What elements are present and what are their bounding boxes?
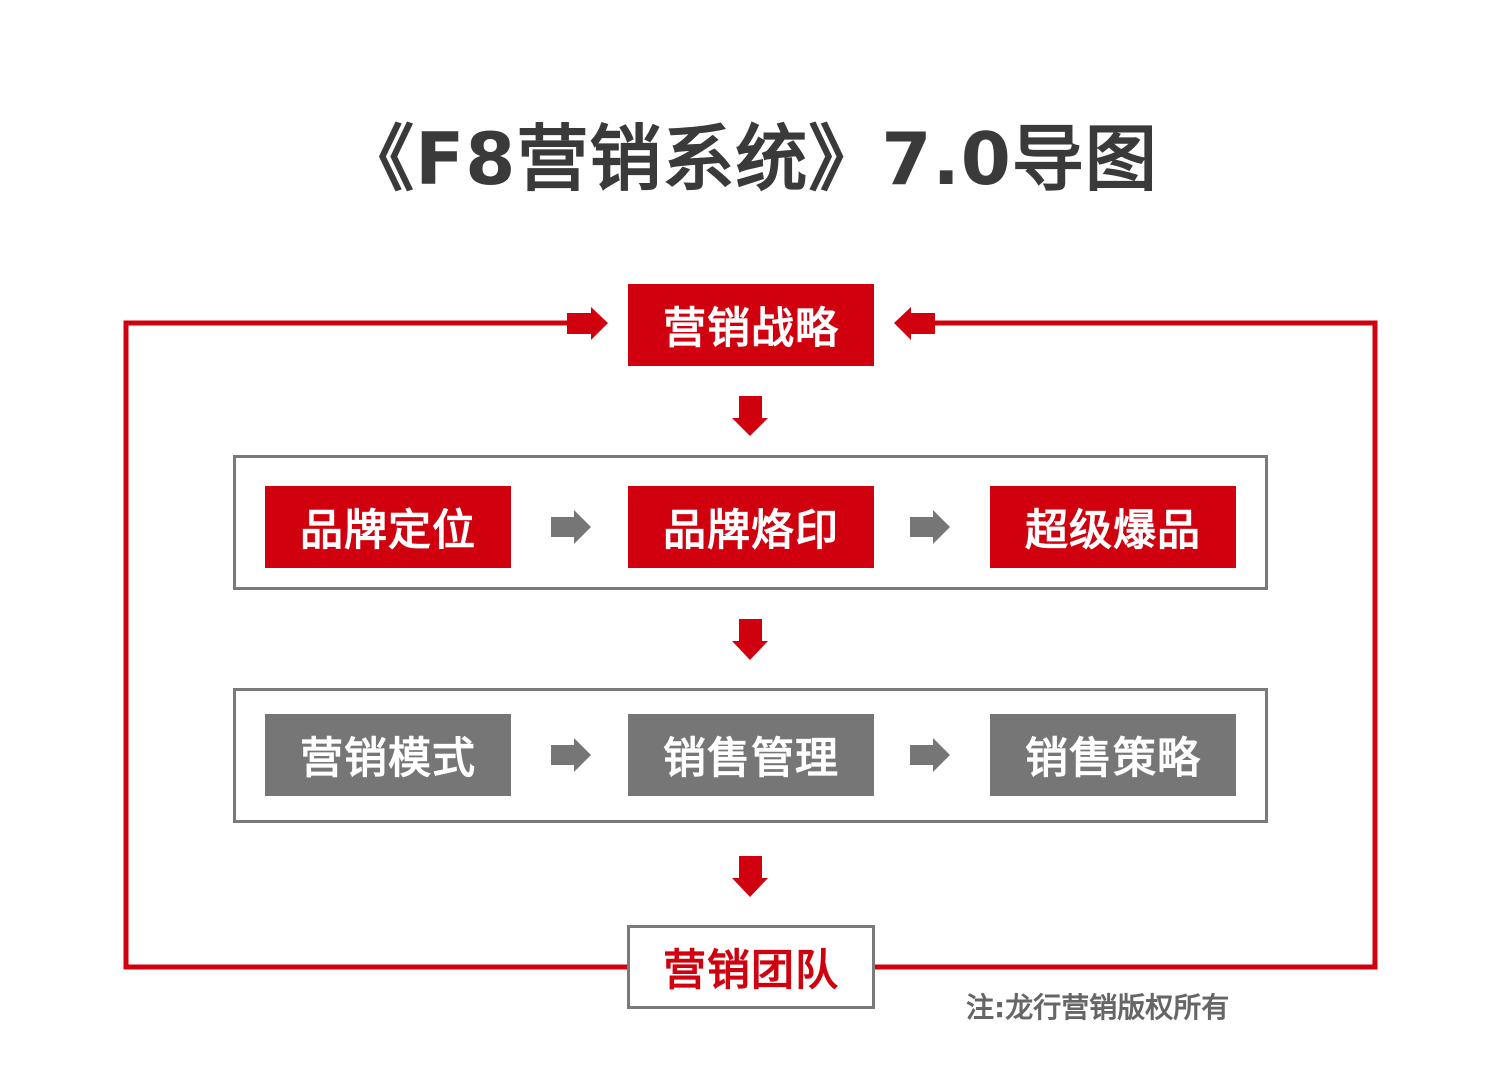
arrow-right-icon [551, 510, 591, 544]
arrow-right-icon [551, 738, 591, 772]
diagram-title: 《F8营销系统》7.0导图 [342, 117, 1158, 201]
arrow-down-icon [732, 856, 768, 897]
node-sales-strategy: 销售策略 [990, 714, 1236, 796]
node-sales-management: 销售管理 [628, 714, 874, 796]
node-marketing-strategy: 营销战略 [628, 284, 874, 366]
arrow-right-icon [910, 510, 950, 544]
brand-group [233, 455, 1268, 590]
node-marketing-team: 营销团队 [627, 925, 875, 1009]
arrow-down-icon [732, 619, 768, 660]
arrow-right-icon [567, 307, 608, 340]
feedback-loop-right [873, 320, 1378, 970]
node-marketing-model: 营销模式 [265, 714, 511, 796]
node-brand-imprint: 品牌烙印 [628, 486, 874, 568]
arrow-left-icon [894, 307, 935, 340]
copyright-note: 注:龙行营销版权所有 [966, 991, 1230, 1024]
node-brand-positioning: 品牌定位 [265, 486, 511, 568]
arrow-right-icon [910, 738, 950, 772]
node-super-product: 超级爆品 [990, 486, 1236, 568]
sales-group [233, 688, 1268, 823]
feedback-loop-left [123, 320, 628, 970]
arrow-down-icon [732, 396, 768, 436]
